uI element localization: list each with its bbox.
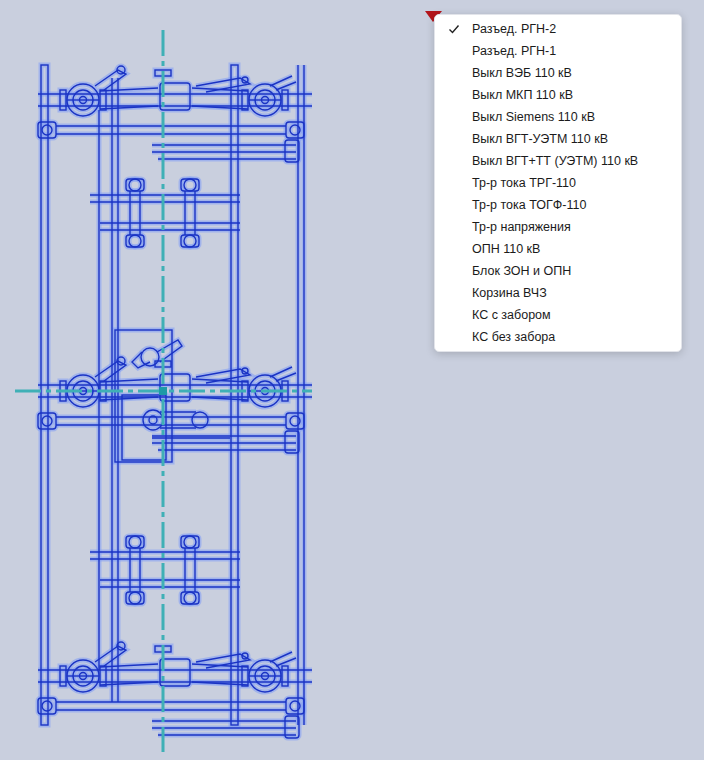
menu-item: КС без забора xyxy=(435,326,681,348)
origin-marker xyxy=(159,387,167,395)
menu-item: ОПН 110 кВ xyxy=(435,238,681,260)
menu-item: Тр-р тока ТРГ-110 xyxy=(435,172,681,194)
menu-item: Блок ЗОН и ОПН xyxy=(435,260,681,282)
menu-item: Тр-р тока ТОГФ-110 xyxy=(435,194,681,216)
menu-item: КС с забором xyxy=(435,304,681,326)
menu-item: Выкл ВГТ-УЭТМ 110 кВ xyxy=(435,128,681,150)
menu-item: Выкл МКП 110 кВ xyxy=(435,84,681,106)
check-mark xyxy=(450,26,459,33)
check-icon xyxy=(448,23,460,35)
menu-item: Корзина ВЧЗ xyxy=(435,282,681,304)
drawing-lines xyxy=(38,65,312,738)
menu-item: Разъед. РГН-1 xyxy=(435,40,681,62)
menu-item: Тр-р напряжения xyxy=(435,216,681,238)
menu-item: Выкл Siemens 110 кВ xyxy=(435,106,681,128)
dropdown-menu: Разъед. РГН-2Разъед. РГН-1Выкл ВЭБ 110 к… xyxy=(434,14,682,352)
menu-item: Разъед. РГН-2 xyxy=(435,18,681,40)
menu-item: Выкл ВЭБ 110 кВ xyxy=(435,62,681,84)
axis-lines xyxy=(15,30,312,752)
menu-item: Выкл ВГТ+ТТ (УЭТМ) 110 кВ xyxy=(435,150,681,172)
drawing-glow xyxy=(38,65,312,738)
